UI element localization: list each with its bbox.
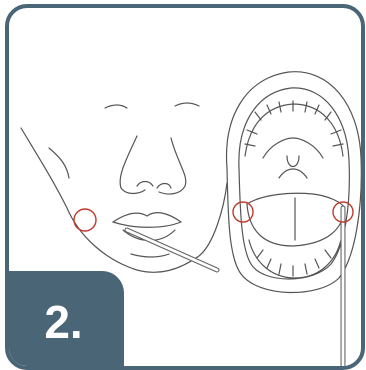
step-number: 2. xyxy=(44,299,82,345)
step-badge: 2. xyxy=(9,271,124,366)
face-illustration xyxy=(21,103,227,272)
cheek-swab-site-marker-icon xyxy=(74,209,96,231)
swab-stick-icon xyxy=(127,230,217,270)
inner-cheek-swab-site-marker-left-icon xyxy=(233,202,253,222)
instruction-card: 2. xyxy=(5,4,365,370)
